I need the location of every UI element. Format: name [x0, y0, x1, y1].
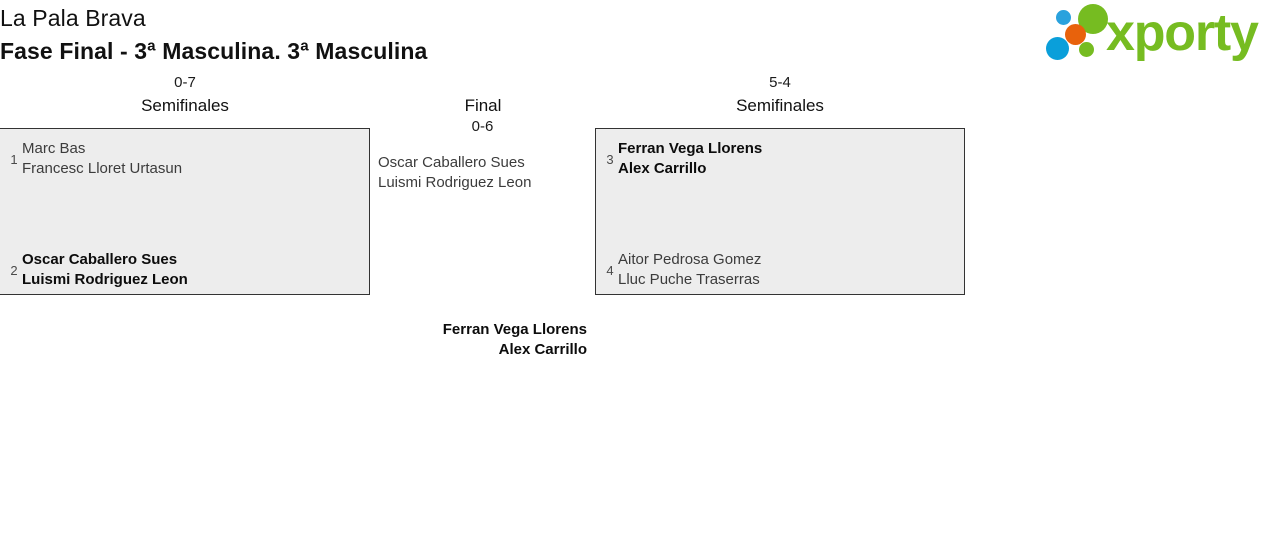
match-score: 0-6 — [471, 118, 494, 135]
phase-name: Fase Final - 3ª Masculina. 3ª Masculina — [0, 38, 428, 64]
team-row[interactable]: 2 Oscar Caballero Sues Luismi Rodriguez … — [6, 250, 188, 289]
seed-number: 1 — [10, 152, 18, 167]
team-names[interactable]: Oscar Caballero Sues Luismi Rodriguez Le… — [378, 153, 531, 192]
player-name: Ferran Vega Llorens — [618, 140, 763, 157]
team-row[interactable]: 4 Aitor Pedrosa Gomez Lluc Puche Traserr… — [602, 250, 761, 289]
match-score: 5-4 — [769, 74, 791, 91]
round-label-semifinal-right: Semifinales — [736, 96, 824, 115]
player-name: Aitor Pedrosa Gomez — [618, 251, 762, 268]
team-names: Ferran Vega Llorens Alex Carrillo — [618, 139, 762, 178]
team-names: Aitor Pedrosa Gomez Lluc Puche Traserras — [618, 250, 761, 289]
team-row[interactable]: 1 Marc Bas Francesc Lloret Urtasun — [6, 139, 182, 178]
player-name: Alex Carrillo — [498, 340, 587, 358]
player-name: Alex Carrillo — [618, 159, 707, 177]
title-block: La Pala Brava Fase Final - 3ª Masculina.… — [0, 2, 427, 68]
round-label-semifinal-left: Semifinales — [141, 96, 229, 115]
team-row[interactable]: 3 Ferran Vega Llorens Alex Carrillo — [602, 139, 762, 178]
seed-number: 3 — [606, 152, 614, 167]
xporty-logo[interactable]: xporty — [1046, 4, 1274, 62]
match-score: 0-7 — [174, 74, 196, 91]
page-header: La Pala Brava Fase Final - 3ª Masculina.… — [0, 0, 1280, 80]
round-label-final: Final — [464, 96, 502, 115]
match-semifinal-right[interactable]: 3 Ferran Vega Llorens Alex Carrillo 4 Ai… — [595, 128, 965, 295]
orange-dot-icon — [1065, 24, 1086, 45]
logo-wordmark: xporty — [1106, 4, 1259, 62]
player-name: Marc Bas — [22, 140, 86, 157]
match-final[interactable]: Oscar Caballero Sues Luismi Rodriguez Le… — [378, 128, 588, 295]
team-names: Oscar Caballero Sues Luismi Rodriguez Le… — [22, 250, 188, 289]
team-names: Marc Bas Francesc Lloret Urtasun — [22, 139, 182, 178]
player-name: Luismi Rodriguez Leon — [378, 173, 532, 191]
player-name: Ferran Vega Llorens — [442, 321, 587, 338]
blue-large-dot-icon — [1046, 37, 1069, 60]
tournament-name: La Pala Brava — [0, 5, 146, 31]
champion-team[interactable]: Ferran Vega Llorens Alex Carrillo — [378, 320, 587, 359]
logo-dots-icon — [1046, 4, 1108, 62]
player-name: Lluc Puche Traserras — [618, 270, 760, 288]
player-name: Luismi Rodriguez Leon — [22, 270, 188, 288]
green-small-dot-icon — [1079, 42, 1094, 57]
player-name: Francesc Lloret Urtasun — [22, 159, 183, 177]
match-semifinal-left[interactable]: 1 Marc Bas Francesc Lloret Urtasun 2 Osc… — [0, 128, 370, 295]
seed-number: 2 — [10, 263, 18, 278]
blue-small-dot-icon — [1056, 10, 1071, 25]
player-name: Oscar Caballero Sues — [378, 154, 525, 171]
player-name: Oscar Caballero Sues — [22, 251, 178, 268]
seed-number: 4 — [606, 263, 614, 278]
